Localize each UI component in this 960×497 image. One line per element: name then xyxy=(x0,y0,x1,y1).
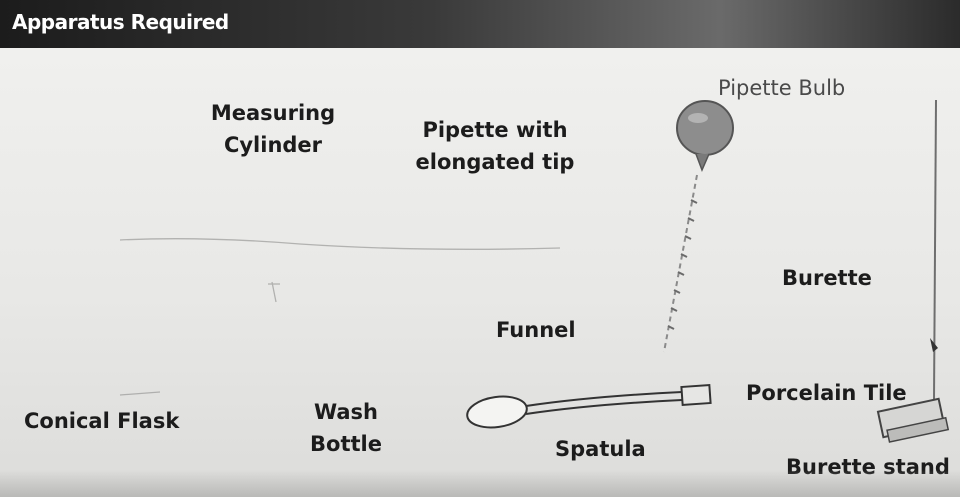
label-pipette: Pipette with elongated tip xyxy=(400,114,590,178)
faint-traces xyxy=(120,239,560,395)
label-conical-flask: Conical Flask xyxy=(24,405,179,437)
label-measuring-cylinder: Measuring Cylinder xyxy=(198,97,348,161)
label-wash-bottle-line2: Bottle xyxy=(296,428,396,460)
label-funnel: Funnel xyxy=(496,314,576,346)
label-burette: Burette xyxy=(782,262,872,294)
pipette-bulb-icon xyxy=(677,101,733,170)
bottom-shadow xyxy=(0,470,960,497)
label-pipette-line2: elongated tip xyxy=(400,146,590,178)
label-pipette-line1: Pipette with xyxy=(400,114,590,146)
label-wash-bottle-line1: Wash xyxy=(296,396,396,428)
label-spatula: Spatula xyxy=(555,433,646,465)
label-measuring-cylinder-line2: Cylinder xyxy=(198,129,348,161)
label-porcelain-tile: Porcelain Tile xyxy=(746,377,907,409)
spatula-icon xyxy=(465,385,710,431)
label-measuring-cylinder-line1: Measuring xyxy=(198,97,348,129)
label-pipette-bulb: Pipette Bulb xyxy=(718,72,845,104)
label-wash-bottle: Wash Bottle xyxy=(296,396,396,460)
pipette-icon xyxy=(664,175,697,352)
